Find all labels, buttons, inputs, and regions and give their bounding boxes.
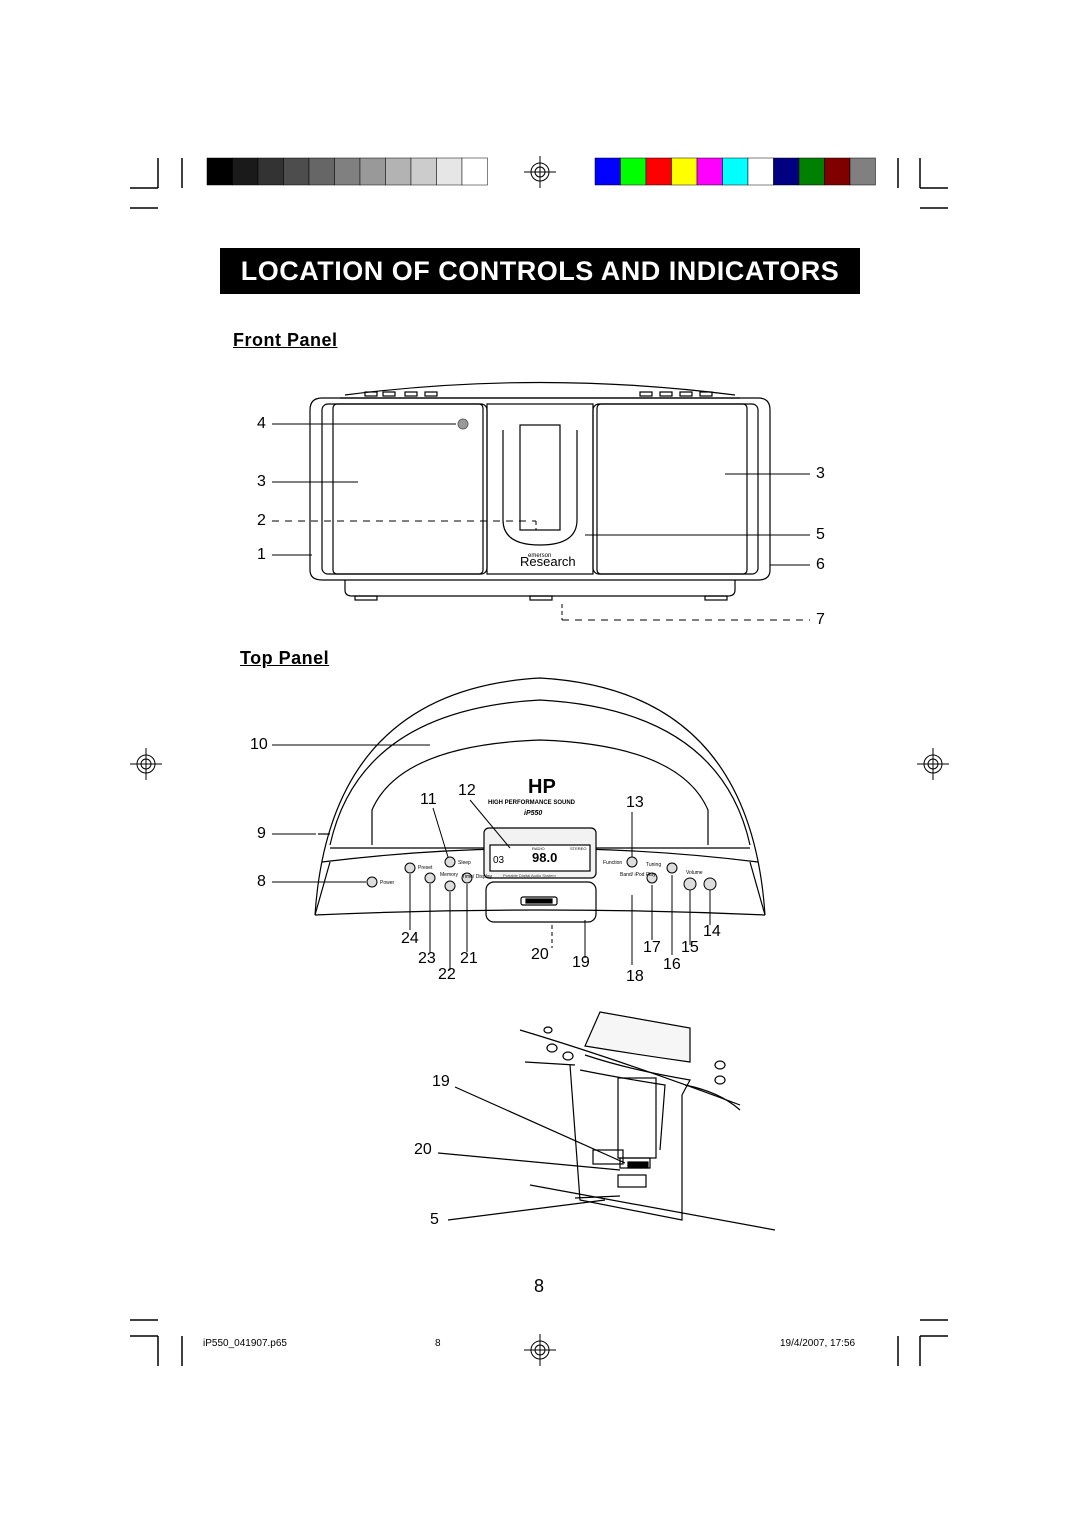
callout-5: 5 — [816, 526, 825, 543]
callout-13: 13 — [626, 794, 644, 811]
time-display-button — [461, 872, 473, 884]
callout-6: 6 — [816, 556, 825, 573]
registration-target-top — [524, 156, 556, 188]
callout-23: 23 — [418, 950, 436, 967]
display-stereo: STEREO — [570, 846, 586, 851]
color-swatch-8 — [798, 157, 825, 186]
callout-21: 21 — [460, 950, 478, 967]
gray-swatch-5 — [334, 157, 361, 186]
callout-7: 7 — [816, 611, 825, 628]
display-radio: RADIO — [532, 846, 545, 851]
brand-large: Research — [520, 554, 576, 569]
display-caption: Portable Digital Audio System — [503, 873, 556, 878]
color-swatch-2 — [645, 157, 672, 186]
page-number: 8 — [534, 1276, 545, 1296]
power-indicator — [457, 418, 469, 430]
registration-target-left — [130, 748, 162, 780]
callout-4: 4 — [257, 415, 266, 432]
page-title: LOCATION OF CONTROLS AND INDICATORS — [220, 248, 860, 294]
color-swatch-9 — [824, 157, 851, 186]
gray-swatch-0 — [206, 157, 233, 186]
label-sleep: Sleep — [458, 860, 471, 866]
label-tuning: Tuning — [646, 862, 661, 868]
front-panel-heading: Front Panel — [233, 330, 338, 350]
gray-swatch-8 — [410, 157, 437, 186]
detail-callout-5: 5 — [430, 1211, 439, 1228]
label-function: Function — [603, 860, 622, 866]
registration-target-bottom — [524, 1334, 556, 1366]
callout-15: 15 — [681, 939, 699, 956]
callout-8: 8 — [257, 873, 266, 890]
callout-11: 11 — [420, 791, 437, 808]
footer-date: 19/4/2007, 17:56 — [780, 1338, 856, 1349]
footer-page: 8 — [435, 1338, 441, 1349]
color-swatch-5 — [722, 157, 749, 186]
callout-19: 19 — [572, 954, 590, 971]
color-swatch-3 — [671, 157, 698, 186]
model-name: iP550 — [524, 810, 542, 817]
label-power: Power — [380, 880, 395, 886]
color-swatch-10 — [849, 157, 876, 186]
callout-22: 22 — [438, 966, 456, 983]
display-preset: 03 — [493, 855, 505, 866]
label-time-display: Time/ Display — [462, 874, 493, 880]
front-body — [309, 397, 771, 581]
callout-24: 24 — [401, 930, 419, 947]
callout-17: 17 — [643, 939, 661, 956]
color-swatch-0 — [594, 157, 621, 186]
callout-3-left: 3 — [257, 473, 266, 490]
gray-swatch-9 — [436, 157, 463, 186]
callout-2: 2 — [257, 512, 266, 529]
gray-swatch-10 — [461, 157, 488, 186]
memory-button — [444, 880, 456, 892]
power-button — [366, 876, 378, 888]
detail-callout-19: 19 — [432, 1073, 450, 1090]
top-buttons-row — [364, 391, 713, 397]
callout-16: 16 — [663, 956, 681, 973]
registration-target-right — [917, 748, 949, 780]
gray-swatch-7 — [385, 157, 412, 186]
band-ipod-button — [646, 872, 658, 884]
callout-18: 18 — [626, 968, 644, 985]
callout-3-right: 3 — [816, 465, 825, 482]
color-swatch-1 — [620, 157, 647, 186]
callout-1: 1 — [257, 546, 266, 563]
callout-12: 12 — [458, 782, 476, 799]
brand-small: emerson — [528, 553, 551, 559]
display-frequency: 98.0 — [532, 850, 557, 865]
gray-swatch-4 — [308, 157, 335, 186]
callout-14: 14 — [703, 923, 721, 940]
label-volume: Volume — [686, 870, 703, 876]
top-panel-heading: Top Panel — [240, 648, 330, 668]
hp-logo: HP — [528, 776, 556, 798]
label-band-ipod: Band/ iPod Play — [620, 872, 656, 878]
callout-20: 20 — [531, 946, 549, 963]
gray-swatch-1 — [232, 157, 259, 186]
callout-10: 10 — [250, 736, 268, 753]
gray-calibration-bar — [206, 157, 488, 186]
detail-callout-20: 20 — [414, 1141, 432, 1158]
gray-swatch-3 — [283, 157, 310, 186]
dock-well — [485, 881, 597, 923]
tuning-up-button — [666, 862, 678, 874]
footer-file: iP550_041907.p65 — [203, 1338, 287, 1349]
memory-plus-button — [424, 872, 436, 884]
label-preset: Preset — [418, 865, 433, 871]
ipod-dock-opening — [502, 430, 578, 546]
logo-subtitle: HIGH PERFORMANCE SOUND — [488, 800, 576, 806]
label-memory: Memory — [440, 872, 459, 878]
color-swatch-7 — [773, 157, 800, 186]
preset-minus-button — [404, 862, 416, 874]
callout-9: 9 — [257, 825, 266, 842]
sleep-button — [444, 856, 456, 868]
color-calibration-bar — [594, 157, 876, 186]
